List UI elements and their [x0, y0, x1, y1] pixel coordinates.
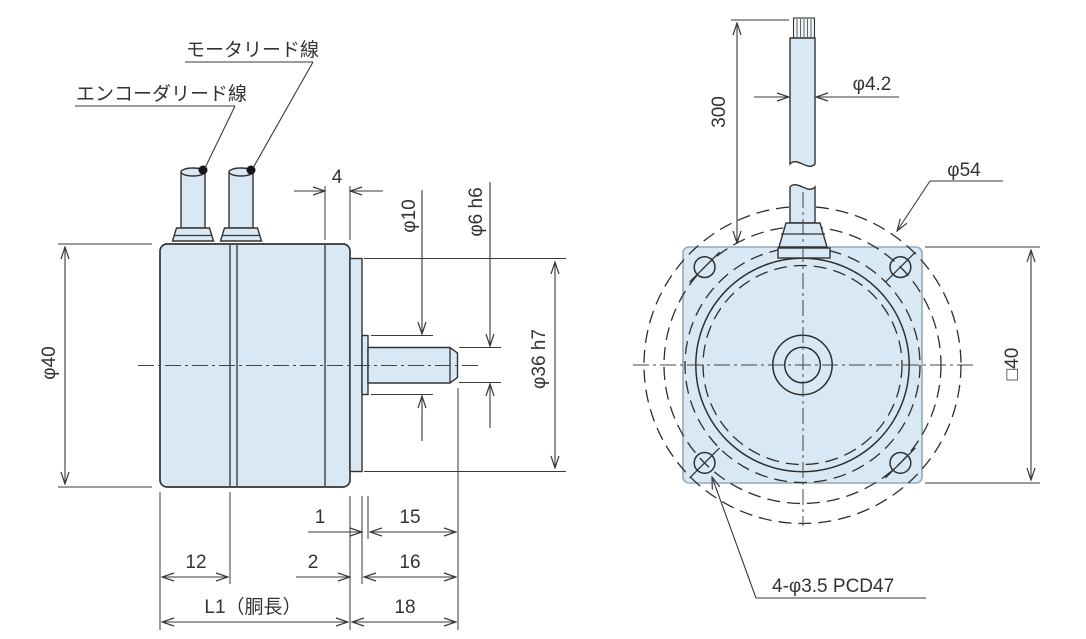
dim-boss-height: 2: [296, 552, 350, 577]
encoder-lead-grommet: [171, 167, 215, 242]
front-view: 300 φ4.2 φ54 □40 4-φ3.5 PCD47: [633, 17, 1040, 599]
dim-shaft-total-length-label: 16: [399, 552, 420, 573]
mounting-holes: [689, 251, 916, 479]
lead-cable: [777, 17, 831, 259]
dim-body-length: L1（胴長）: [162, 596, 348, 622]
dim-boss-height-label: 2: [308, 552, 319, 573]
mounting-holes-label: 4-φ3.5 PCD47: [772, 576, 894, 597]
dim-collar-dia-label: φ10: [399, 199, 420, 232]
cable-grommet-base: [777, 247, 831, 259]
encoder-lead-label: エンコーダリード線: [76, 83, 247, 105]
dim-shaft-length-label: 15: [399, 507, 420, 528]
cable-upper: [789, 37, 816, 167]
dim-flange-size-label: □40: [1002, 348, 1023, 381]
dim-max-dia-label: φ54: [947, 160, 981, 181]
dim-flange-size: □40: [925, 246, 1040, 484]
motor-lead-grommet: [219, 167, 263, 242]
dim-total-protrusion-label: 18: [394, 597, 415, 618]
mounting-holes-callout: 4-φ3.5 PCD47: [712, 477, 926, 599]
dim-total-protrusion: 18: [352, 597, 456, 622]
dim-shaft-dia: φ6 h6: [459, 182, 501, 428]
side-view: エンコーダリード線 モータリード線 φ40 4 φ10: [39, 39, 566, 630]
dim-shaft-length: 15: [370, 507, 456, 532]
dim-cable-dia-label: φ4.2: [853, 74, 892, 95]
dim-boss-dia-label: φ36 h7: [529, 329, 550, 389]
dim-flange-thickness-label: 4: [332, 167, 343, 188]
dim-encoder-length: 12: [162, 552, 228, 577]
dim-cable-dia: φ4.2: [754, 74, 899, 97]
encoder-lead-leader: [204, 105, 236, 169]
dim-shaft-total-length: 16: [364, 552, 456, 577]
dim-cable-length-label: 300: [709, 96, 730, 128]
dim-flange-thickness: 4: [294, 167, 383, 240]
dim-cable-length: 300: [709, 19, 789, 243]
motor-lead-leader: [252, 61, 314, 169]
bottom-extension-lines: [159, 388, 459, 630]
dim-body-dia-label: φ40: [39, 346, 60, 379]
dim-collar-length: 1: [308, 507, 362, 532]
dim-max-dia: φ54: [897, 160, 1003, 231]
motor-lead-label: モータリード線: [186, 39, 319, 61]
dim-encoder-length-label: 12: [185, 552, 206, 573]
dim-shaft-dia-label: φ6 h6: [466, 187, 487, 236]
dim-collar-dia: φ10: [371, 190, 433, 441]
dim-boss-dia: φ36 h7: [364, 258, 566, 472]
dim-body-dia: φ40: [39, 243, 152, 488]
dim-body-length-label: L1（胴長）: [204, 596, 301, 618]
dim-collar-length-label: 1: [315, 507, 326, 528]
